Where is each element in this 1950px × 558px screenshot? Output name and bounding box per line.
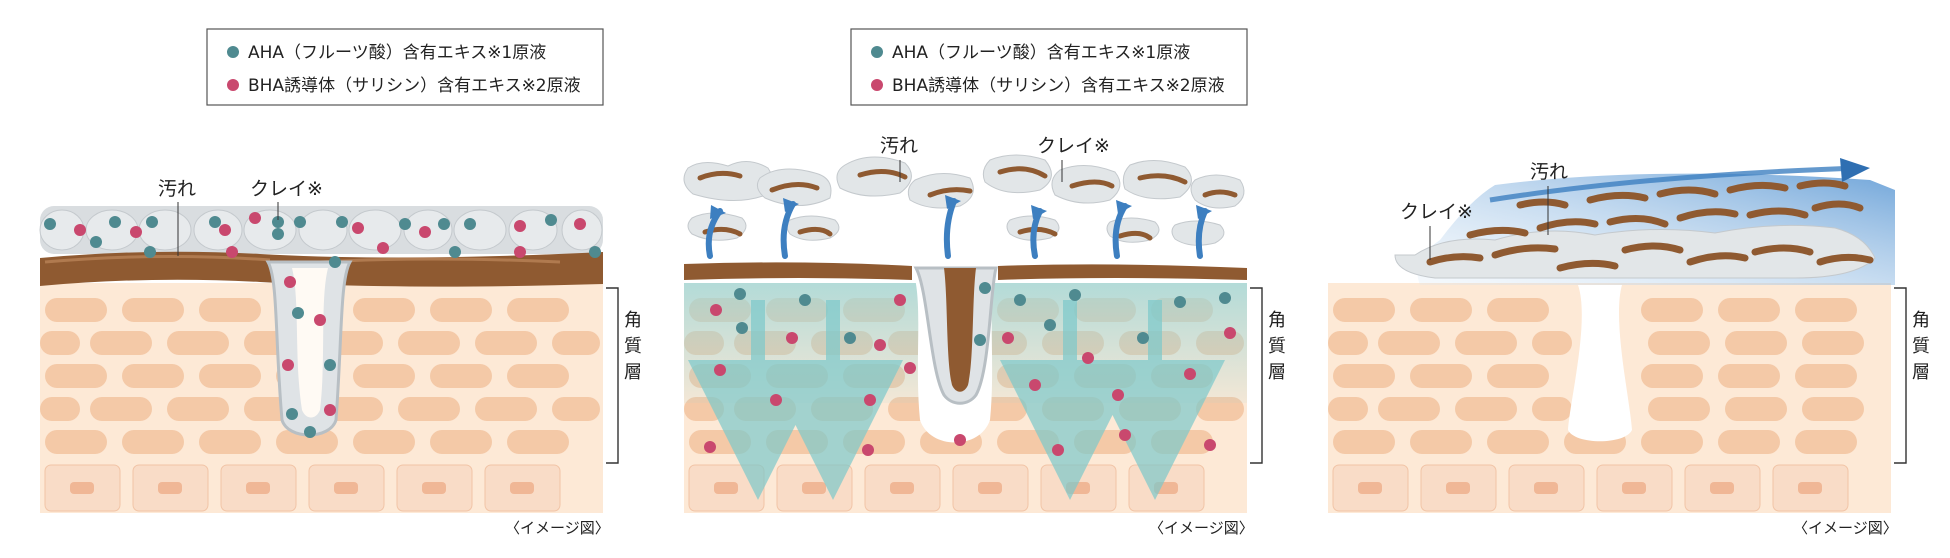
pore [265, 260, 353, 437]
lifted-layer [1394, 158, 1895, 285]
stratum-label-1: 角質層 [624, 310, 642, 383]
stratum-char: 質 [624, 336, 642, 357]
clay-label: クレイ※ [1037, 135, 1110, 157]
stratum-bracket [1250, 287, 1263, 464]
stratum-label-3: 角質層 [1912, 310, 1930, 383]
stratum-char: 層 [624, 362, 642, 383]
clay-label-group: クレイ※ [1037, 135, 1110, 182]
stratum-char: 質 [1912, 336, 1930, 357]
aha-dot-icon [227, 46, 239, 58]
bha-dot-icon [871, 79, 883, 91]
image-note: 〈イメージ図〉 [1793, 519, 1898, 537]
stratum-char: 層 [1912, 362, 1930, 383]
bha-dot-icon [227, 79, 239, 91]
stratum-labels: 角質層 角質層 角質層 [624, 310, 1930, 383]
dirt-label-group: 汚れ [1530, 161, 1568, 235]
panel-before: AHA（フルーツ酸）含有エキス※1原液 BHA誘導体（サリシン）含有エキス※2原… [39, 28, 619, 537]
clay-label: クレイ※ [250, 178, 323, 200]
legend-aha-label: AHA（フルーツ酸）含有エキス※1原液 [248, 43, 546, 63]
clean-pore [1568, 285, 1632, 442]
stratum-corneum-cells [1328, 283, 1891, 513]
dirt-label: 汚れ [158, 178, 196, 200]
clay-label: クレイ※ [1400, 201, 1473, 223]
stratum-char: 角 [624, 310, 642, 331]
dirt-label-group: 汚れ [880, 135, 918, 182]
dirt-label: 汚れ [880, 135, 918, 157]
legend-box: AHA（フルーツ酸）含有エキス※1原液 BHA誘導体（サリシン）含有エキス※2原… [850, 28, 1248, 106]
pore [912, 266, 998, 443]
actives-dots [44, 212, 601, 438]
image-note: 〈イメージ図〉 [1149, 519, 1254, 537]
actives-dots [704, 282, 1236, 456]
stratum-char: 角 [1912, 310, 1930, 331]
stratum-label-2: 角質層 [1268, 310, 1286, 383]
stratum-char: 角 [1268, 310, 1286, 331]
legend-box: AHA（フルーツ酸）含有エキス※1原液 BHA誘導体（サリシン）含有エキス※2原… [206, 28, 604, 106]
aha-dot-icon [871, 46, 883, 58]
clay-label-group: クレイ※ [250, 178, 323, 220]
legend-bha-label: BHA誘導体（サリシン）含有エキス※2原液 [892, 76, 1225, 96]
stratum-bracket [606, 287, 619, 464]
stratum-char: 層 [1268, 362, 1286, 383]
dirt-label-group: 汚れ [158, 178, 196, 256]
lift-arrows [705, 195, 1212, 259]
stratum-bracket [1894, 287, 1907, 464]
clay-clumps [683, 154, 1245, 246]
clay-label-group: クレイ※ [1400, 201, 1473, 260]
stratum-char: 質 [1268, 336, 1286, 357]
legend-aha-label: AHA（フルーツ酸）含有エキス※1原液 [892, 43, 1190, 63]
dirt-layer [684, 262, 1247, 280]
panel-after: 汚れ クレイ※ 〈イメージ図〉 [1328, 158, 1907, 537]
panel-during: AHA（フルーツ酸）含有エキス※1原液 BHA誘導体（サリシン）含有エキス※2原… [683, 28, 1263, 537]
dirt-label: 汚れ [1530, 161, 1568, 183]
legend-bha-label: BHA誘導体（サリシン）含有エキス※2原液 [248, 76, 581, 96]
image-note: 〈イメージ図〉 [505, 519, 610, 537]
